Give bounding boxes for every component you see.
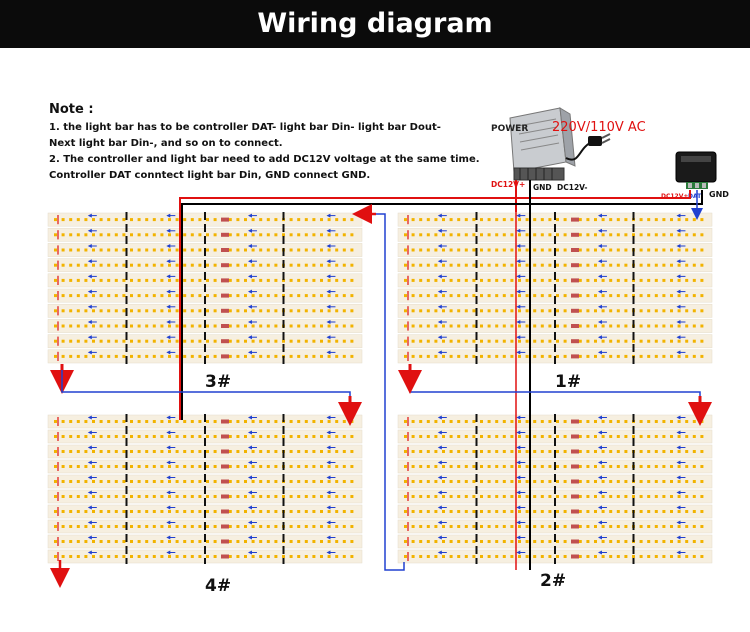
controller-dat-label: DAT [688, 193, 702, 200]
controller-dc-plus-label: DC12V+ [661, 193, 688, 200]
panel-label-1: 1# [555, 372, 581, 392]
panel-label-4: 4# [205, 576, 231, 596]
psu-dc-plus-label: DC12V+ [491, 180, 525, 189]
led-panel-3 [47, 212, 363, 364]
ac-plug-icon [565, 133, 611, 161]
ac-voltage-label: 220V/110V AC [552, 120, 646, 135]
led-panel-2 [397, 414, 713, 564]
led-panel-1 [397, 212, 713, 364]
power-label: POWER [491, 124, 528, 134]
title-banner [0, 0, 750, 48]
controller-gnd-label: GND [709, 190, 729, 199]
note-title: Note : [49, 102, 94, 117]
psu-dc-minus-label: DC12V- [557, 183, 588, 192]
psu-gnd-label: GND [533, 183, 552, 192]
controller-device [675, 151, 717, 189]
panel-label-2: 2# [540, 571, 566, 591]
panel-label-3: 3# [205, 372, 231, 392]
note-line-1: 1. the light bar has to be controller DA… [49, 122, 441, 133]
note-line-3: 2. The controller and light bar need to … [49, 154, 480, 165]
data-wires [50, 190, 712, 588]
power-supply [509, 107, 576, 181]
note-line-4: Controller DAT conntect light bar Din, G… [49, 170, 371, 181]
note-block: Note : 1. the light bar has to be contro… [49, 103, 509, 185]
note-line-2: Next light bar Din-, and so on to connec… [49, 138, 283, 149]
led-panel-4 [47, 414, 363, 564]
page-title: Wiring diagram [257, 8, 493, 39]
